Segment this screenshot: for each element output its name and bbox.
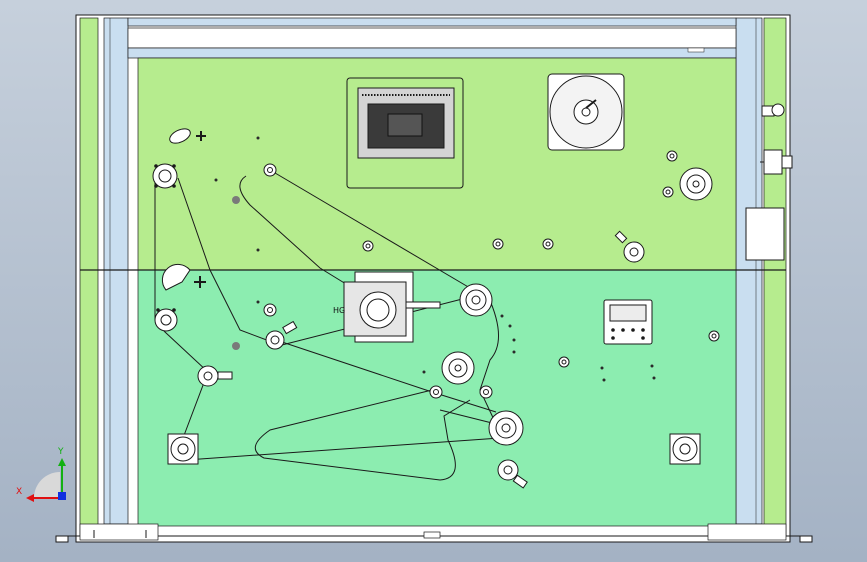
component-tag-label: HG [333, 306, 345, 315]
controller-key-4 [641, 328, 645, 332]
roller-upper-left [152, 163, 178, 189]
top-beam [127, 17, 737, 27]
web-strand-loop [239, 175, 373, 301]
motor-icon[interactable] [547, 73, 625, 151]
base-block-right [707, 523, 787, 541]
web-strand-left [154, 176, 209, 447]
controller-key-2 [621, 328, 625, 332]
motor-shaft [581, 107, 591, 117]
base-block-left [79, 523, 159, 541]
left-column [103, 17, 129, 525]
roller-tensioner-2 [265, 320, 298, 350]
coordinate-triad-icon[interactable]: X Y [16, 447, 66, 502]
fasteners [362, 150, 720, 368]
roller-small-2 [263, 303, 277, 317]
dancer-arm-lower [161, 263, 206, 291]
web-strand-right [479, 295, 499, 425]
roller-right-tensioner [614, 230, 645, 263]
temperature-controller-icon[interactable] [603, 299, 653, 345]
right-outer-strip [763, 17, 787, 537]
base-latch [423, 531, 441, 539]
roller-small-4 [479, 385, 493, 399]
controller-display [609, 304, 647, 322]
small-holes [214, 136, 656, 382]
web-strand-lower-loop [254, 389, 471, 481]
roller-small-1 [263, 163, 277, 177]
roller-tensioner-3 [497, 459, 528, 489]
motor-key [585, 99, 597, 109]
web-strand-diag [177, 177, 273, 343]
top-crossbar [127, 27, 737, 49]
web-strand-top [269, 169, 471, 289]
triad-label-x: X [16, 487, 22, 497]
hmi-screen-icon[interactable] [346, 77, 464, 189]
roller-tensioner-1 [197, 365, 233, 387]
unit-connector [405, 301, 441, 309]
triad-axis-z [58, 492, 66, 500]
triad-arrow-x [26, 494, 34, 502]
controller-key-5 [611, 336, 615, 340]
dancer-arm-upper [169, 128, 206, 144]
roller-right-upper [679, 167, 713, 201]
shaft-rewind [669, 433, 701, 465]
frame-foot-left [55, 535, 69, 543]
grey-pin-2 [232, 342, 240, 350]
roller-nip [459, 283, 493, 317]
web-strand-return [439, 409, 497, 425]
grey-pin-1 [232, 196, 240, 204]
roller-small-3 [429, 385, 443, 399]
roller-lower-right [488, 410, 524, 446]
top-right-label-plate [687, 47, 705, 53]
top-rail-strip [127, 47, 737, 59]
triad-origin-shadow [34, 472, 60, 498]
triad-arrow-y [58, 458, 66, 466]
controller-key-1 [611, 328, 615, 332]
controller-key-3 [631, 328, 635, 332]
center-process-unit[interactable]: HG [333, 271, 441, 343]
roller-center [441, 351, 475, 385]
roller-mid-left [154, 308, 178, 332]
triad-label-y: Y [57, 447, 64, 457]
right-enclosure-box [745, 207, 785, 261]
left-outer-strip [79, 17, 99, 537]
right-column [735, 17, 763, 525]
unit-lens-inner [366, 298, 390, 322]
shaft-unwind [167, 433, 199, 465]
side-valve [760, 103, 793, 175]
controller-key-6 [641, 336, 645, 340]
hmi-display-inner [387, 113, 423, 137]
frame-foot-right [799, 535, 813, 543]
